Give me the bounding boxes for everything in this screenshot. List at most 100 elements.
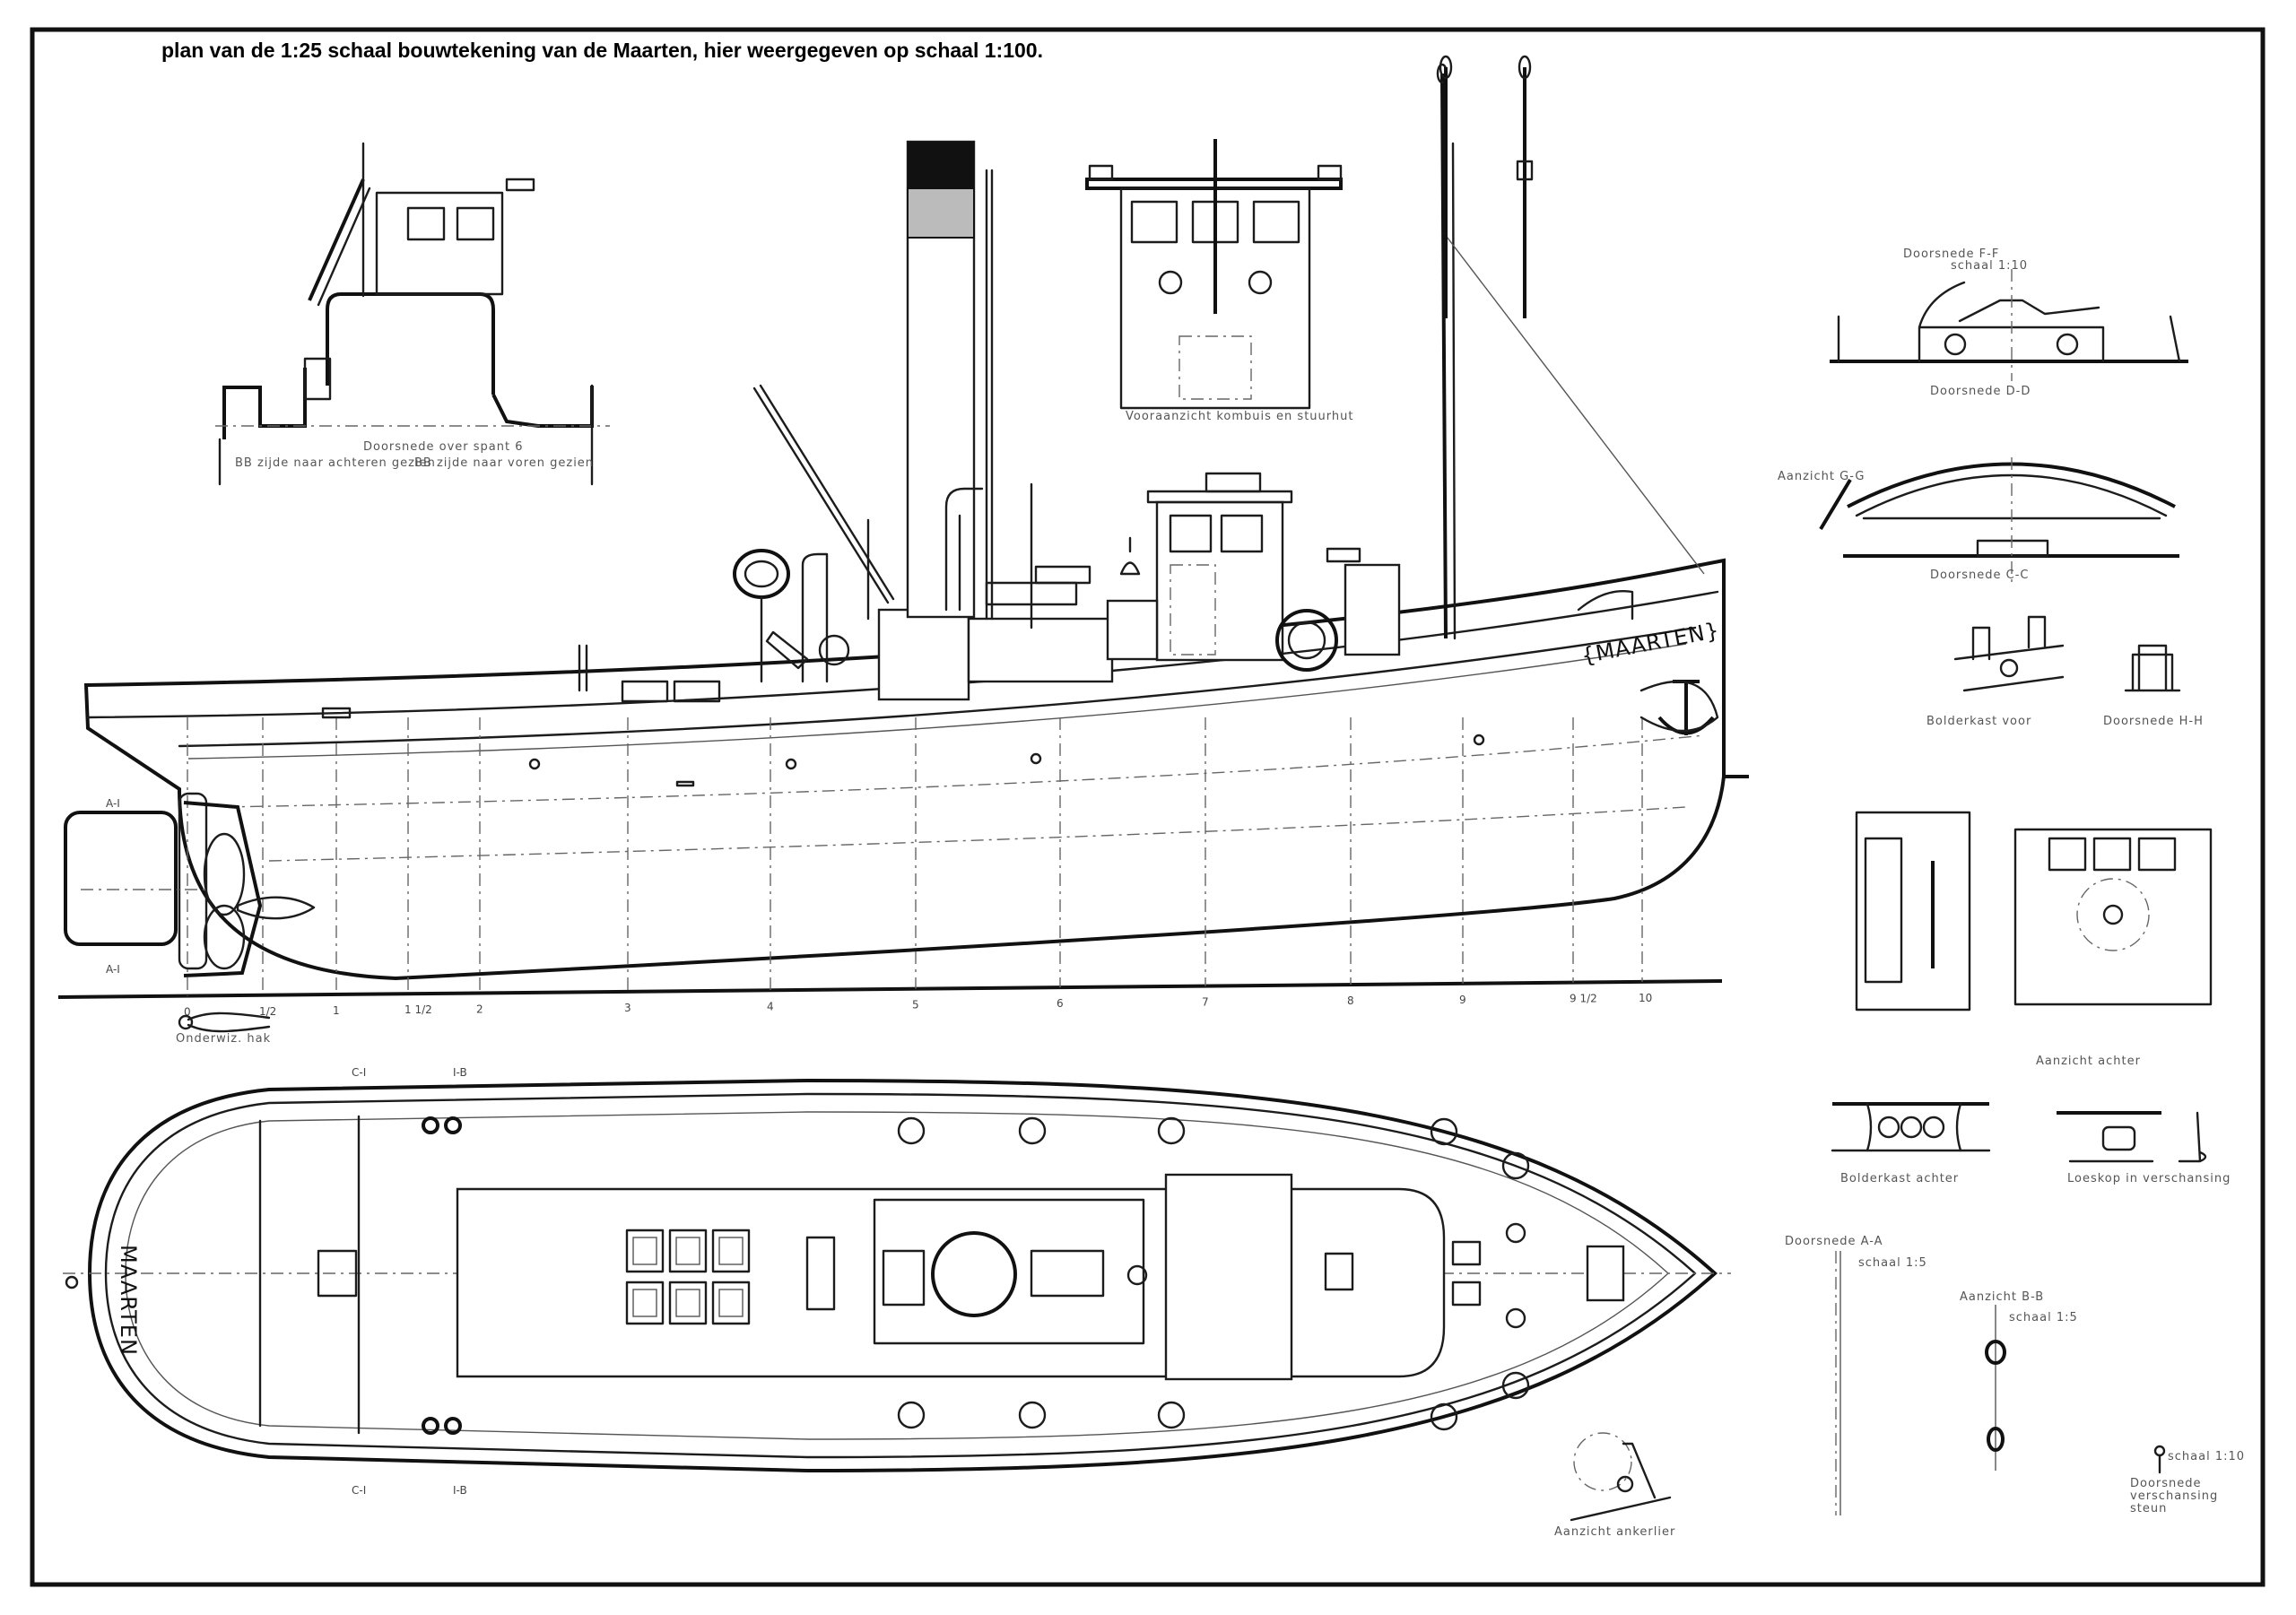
- tank-cell: [711, 1229, 751, 1273]
- bitts-plan: [1451, 1281, 1482, 1307]
- section-ff-scale: schaal 1:10: [1951, 259, 2028, 273]
- mast-detail-top: [1518, 55, 1532, 80]
- funnel-top-band: [908, 142, 974, 188]
- bolder-fwd-label: Bolderkast voor: [1926, 715, 2031, 728]
- mast-band: [1516, 160, 1534, 181]
- skylight-plan: [882, 1249, 926, 1307]
- wheelhouse-roof: [1146, 490, 1293, 504]
- cc-hatch: [1976, 539, 2049, 558]
- station-label: 2: [476, 1003, 483, 1015]
- station-label: 4: [767, 1000, 774, 1012]
- windlass-cover: [1577, 590, 1634, 621]
- rudder-blade: [183, 801, 263, 977]
- wheelhouse-window: [1169, 514, 1213, 553]
- tank-lid: [718, 1289, 744, 1317]
- stanchion-label-2: verschansing: [2130, 1489, 2218, 1503]
- rubbing-strake: [178, 626, 1697, 748]
- station-label: 9 1/2: [1570, 993, 1597, 1005]
- deck-fitting: [1430, 1117, 1458, 1146]
- bitts-plan: [1451, 1240, 1482, 1266]
- deck-fitting: [1430, 1402, 1458, 1431]
- station-label: 5: [912, 999, 919, 1012]
- derrick-boom: [752, 386, 890, 604]
- galley: [1106, 599, 1159, 661]
- deckhouse-plan: [456, 1187, 1446, 1378]
- companionway: [1030, 1249, 1105, 1298]
- ventilator-mouth: [744, 560, 779, 588]
- station-label: 3: [624, 1002, 631, 1014]
- windlass-plan: [1586, 1245, 1625, 1302]
- front-window: [1130, 200, 1178, 244]
- section-mark-a-top: A-I: [106, 797, 120, 810]
- tank-lid: [675, 1237, 700, 1265]
- wheelhouse-door: [1170, 564, 1216, 656]
- view-fwd-label: BB zijde naar voren gezien: [414, 456, 594, 470]
- davit: [317, 187, 371, 307]
- station-label: 0: [184, 1006, 191, 1019]
- forward-cabin: [1344, 563, 1401, 656]
- rear-view: [2013, 828, 2213, 1006]
- loeskop-section: [2178, 1111, 2207, 1163]
- lifebuoy-inner: [1287, 621, 1326, 660]
- view-gg-label: Aanzicht G-G: [1778, 470, 1865, 483]
- bollard: [303, 357, 332, 401]
- loeskop-label: Loeskop in verschansing: [2067, 1172, 2231, 1185]
- engine-vent-pipe: [944, 487, 984, 612]
- hh-section: [2124, 644, 2181, 692]
- section-aa-scale: schaal 1:5: [1858, 1256, 1927, 1270]
- bolder-ring: [1900, 1116, 1923, 1139]
- side-door-view: [1855, 811, 1971, 1012]
- searchlight: [1205, 472, 1262, 493]
- section-aa-label: Doorsnede A-A: [1785, 1235, 1883, 1248]
- deck-fitting: [1501, 1371, 1530, 1400]
- deckhouse-section: [326, 292, 495, 395]
- bollard-plan: [422, 1417, 439, 1435]
- bb-ring: [1985, 1340, 2006, 1365]
- bollard-positions: [422, 1116, 1530, 1435]
- section-mark-c-bottom: C-I: [352, 1484, 366, 1497]
- bolder-fwd-hole: [1999, 658, 2019, 678]
- lifebuoy: [1275, 609, 1338, 672]
- dd-coaming: [1958, 299, 2100, 323]
- bollard: [321, 707, 352, 719]
- bolder-fwd: [1953, 615, 2065, 692]
- front-porthole: [1248, 270, 1273, 295]
- front-porthole: [1158, 270, 1183, 295]
- tank-lid: [675, 1289, 700, 1317]
- cabin-window: [456, 206, 495, 241]
- deck-fitting: [1157, 1116, 1186, 1145]
- stanchion-label-1: Doorsnede: [2130, 1477, 2202, 1490]
- propeller-hub: [236, 896, 316, 920]
- mast-details: [1439, 55, 1534, 318]
- windlass-frame: [1570, 1442, 1672, 1522]
- ships-bell-icon: [1119, 536, 1141, 576]
- bollard-plan: [444, 1116, 462, 1134]
- dd-porthole: [1944, 333, 1967, 356]
- stanchion-label-3: steun: [2130, 1502, 2167, 1515]
- detail-drawings: Doorsnede F-F schaal 1:10 Doorsnede D-D …: [1778, 247, 2244, 1515]
- bolder-ring: [1877, 1116, 1900, 1139]
- section-mark-b-top: I-B: [453, 1066, 467, 1079]
- porthole: [1473, 734, 1485, 746]
- section-ff-label: Doorsnede F-F: [1903, 247, 1999, 261]
- station-label: 1: [333, 1004, 340, 1017]
- bb-ring: [1987, 1427, 2005, 1452]
- stay: [1443, 232, 1705, 575]
- wheelhouse: [1155, 500, 1284, 662]
- ventilator: [801, 552, 829, 683]
- section-cc-label: Doorsnede C-C: [1930, 569, 2030, 582]
- front-window: [1252, 200, 1300, 244]
- rear-window: [2092, 837, 2132, 872]
- scupper: [675, 780, 695, 787]
- dd-porthole: [2056, 333, 2079, 356]
- wheelhouse-window: [1220, 514, 1264, 553]
- plan-stern-name: MAARTEN: [116, 1245, 141, 1356]
- deck-fitting: [1018, 1401, 1047, 1429]
- tank-lid: [718, 1237, 744, 1265]
- bolder-aft-ends: [1866, 1102, 1962, 1152]
- bolder-ring: [1922, 1116, 1945, 1139]
- sheet-border: [30, 27, 2266, 1587]
